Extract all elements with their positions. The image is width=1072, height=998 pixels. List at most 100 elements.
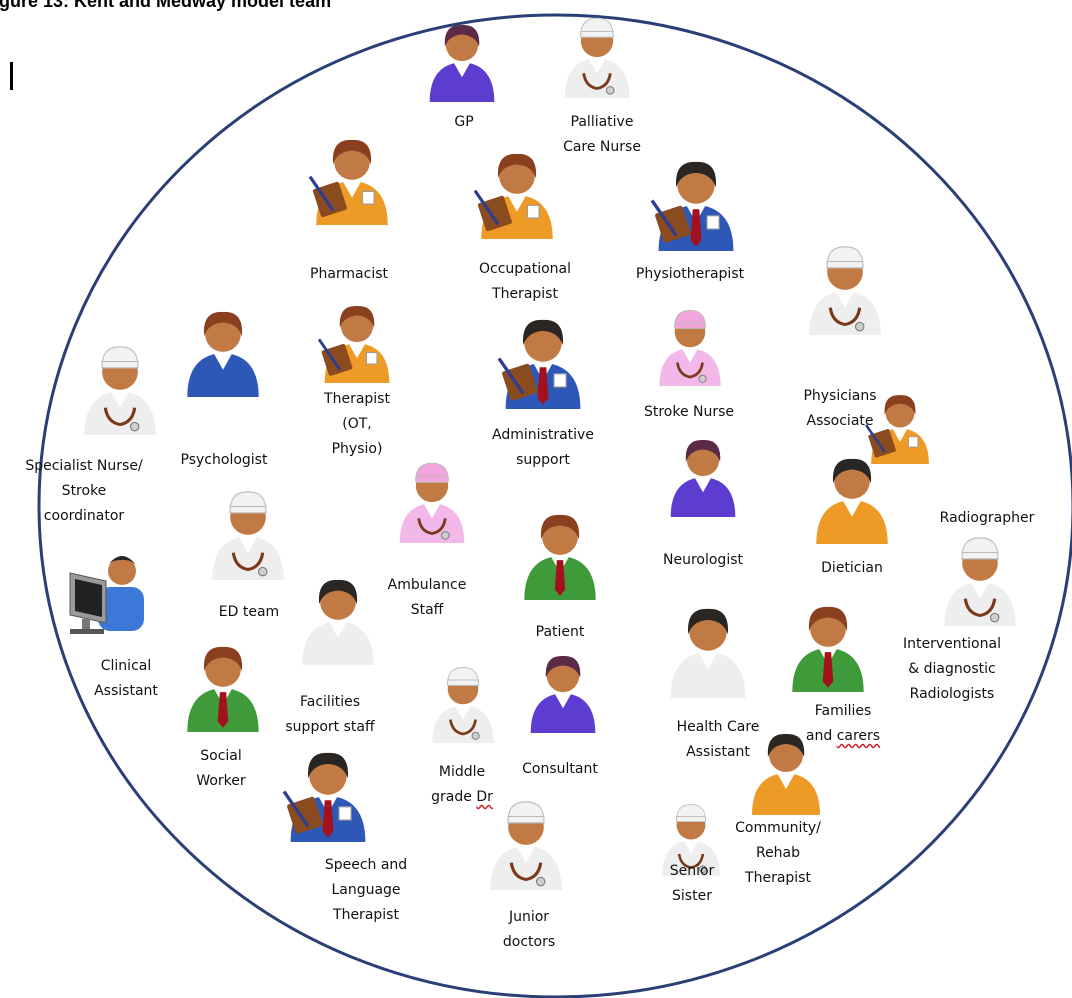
head: [320, 584, 356, 620]
person-icon: [670, 608, 746, 698]
person-icon: [752, 733, 820, 815]
stethoscope: [828, 307, 862, 327]
role-label: Community/ Rehab Therapist: [735, 820, 821, 886]
nurse-cap-icon: [84, 346, 156, 435]
stethoscope-bell: [606, 86, 615, 95]
stethoscope: [449, 719, 477, 736]
collar: [970, 581, 990, 599]
person-icon: [302, 579, 374, 665]
hair: [808, 606, 848, 632]
collar: [342, 180, 362, 198]
stethoscope: [676, 362, 704, 379]
stethoscope: [231, 552, 265, 572]
torso: [429, 62, 495, 102]
stethoscope: [677, 853, 705, 869]
head: [499, 158, 535, 194]
person-writer-icon: [282, 752, 366, 842]
collar: [110, 390, 130, 408]
person-icon: [187, 311, 259, 397]
role-label: Consultant: [522, 761, 598, 777]
person-doctor-icon: [429, 25, 495, 102]
cap-band: [961, 551, 999, 560]
person-writer-icon: [308, 139, 388, 225]
torso: [752, 773, 820, 815]
hair: [676, 161, 716, 188]
head: [834, 463, 870, 499]
hair: [685, 440, 721, 462]
role-label: Occupational Therapist: [478, 261, 572, 302]
hair: [523, 319, 563, 346]
stethoscope-bell: [441, 531, 450, 540]
head: [309, 757, 347, 795]
collar: [694, 477, 712, 493]
cap-band: [676, 816, 706, 823]
stethoscope: [582, 73, 612, 90]
role-label: Senior Sister: [669, 863, 715, 904]
tie: [217, 692, 229, 728]
badge: [526, 204, 540, 219]
role-label: Patient: [535, 624, 585, 640]
role-label: Social Worker: [196, 748, 246, 789]
pen: [650, 199, 678, 237]
stethoscope-bell: [698, 374, 707, 383]
pen: [497, 357, 525, 395]
head: [546, 659, 580, 693]
collar: [328, 620, 348, 638]
hair: [203, 646, 243, 672]
person-icon: [524, 514, 596, 600]
role-label: GP: [454, 114, 474, 130]
cap-band: [229, 505, 267, 514]
hair: [444, 25, 480, 47]
person-icon: [187, 646, 259, 732]
nurse-cap-icon: [490, 801, 562, 890]
nurse-cap-icon: [212, 491, 284, 580]
person-writer-icon: [317, 306, 390, 383]
role-label: Pharmacist: [310, 266, 388, 282]
head: [445, 28, 479, 62]
hair: [540, 514, 580, 540]
nurse-cap-icon: [809, 246, 881, 335]
role-label: Middle grade Dr: [431, 764, 493, 805]
hair: [832, 458, 872, 484]
head: [885, 398, 915, 428]
person-writer-icon: [497, 319, 581, 409]
pen: [317, 338, 342, 371]
role-label: Families and carers: [805, 703, 881, 744]
collar: [453, 62, 471, 78]
role-label: Clinical Assistant: [94, 658, 158, 699]
badge: [553, 373, 567, 388]
collar: [213, 352, 233, 370]
collar: [777, 773, 795, 789]
badge: [361, 190, 375, 205]
hair: [767, 733, 805, 757]
role-label: Junior doctors: [502, 909, 556, 950]
hair: [545, 656, 581, 678]
hair: [203, 311, 243, 337]
team-boundary: [37, 13, 1072, 998]
collar: [892, 428, 908, 442]
stethoscope: [963, 598, 997, 618]
head: [769, 738, 803, 772]
stethoscope-bell: [699, 865, 707, 874]
nurse-cap-icon: [564, 17, 630, 98]
hair: [688, 608, 728, 635]
collar: [698, 651, 718, 670]
hair: [497, 153, 537, 179]
monitor-stand: [82, 619, 90, 631]
spellcheck-squiggle: carers: [836, 728, 881, 744]
collar: [507, 194, 527, 212]
collar: [238, 535, 258, 553]
role-label: Physicians Associate: [803, 388, 877, 429]
head: [340, 309, 374, 343]
cap-band: [447, 679, 479, 686]
monitor-base: [70, 629, 104, 634]
torso: [98, 587, 144, 631]
head: [686, 443, 720, 477]
role-label: ED team: [218, 604, 280, 620]
role-label: Speech and Language Therapist: [324, 857, 408, 923]
role-label: Physiotherapist: [635, 266, 745, 282]
cap-band: [101, 360, 139, 369]
person-writer-icon: [473, 153, 553, 239]
collar: [554, 693, 572, 709]
role-label: Palliative Care Nurse: [563, 114, 641, 155]
